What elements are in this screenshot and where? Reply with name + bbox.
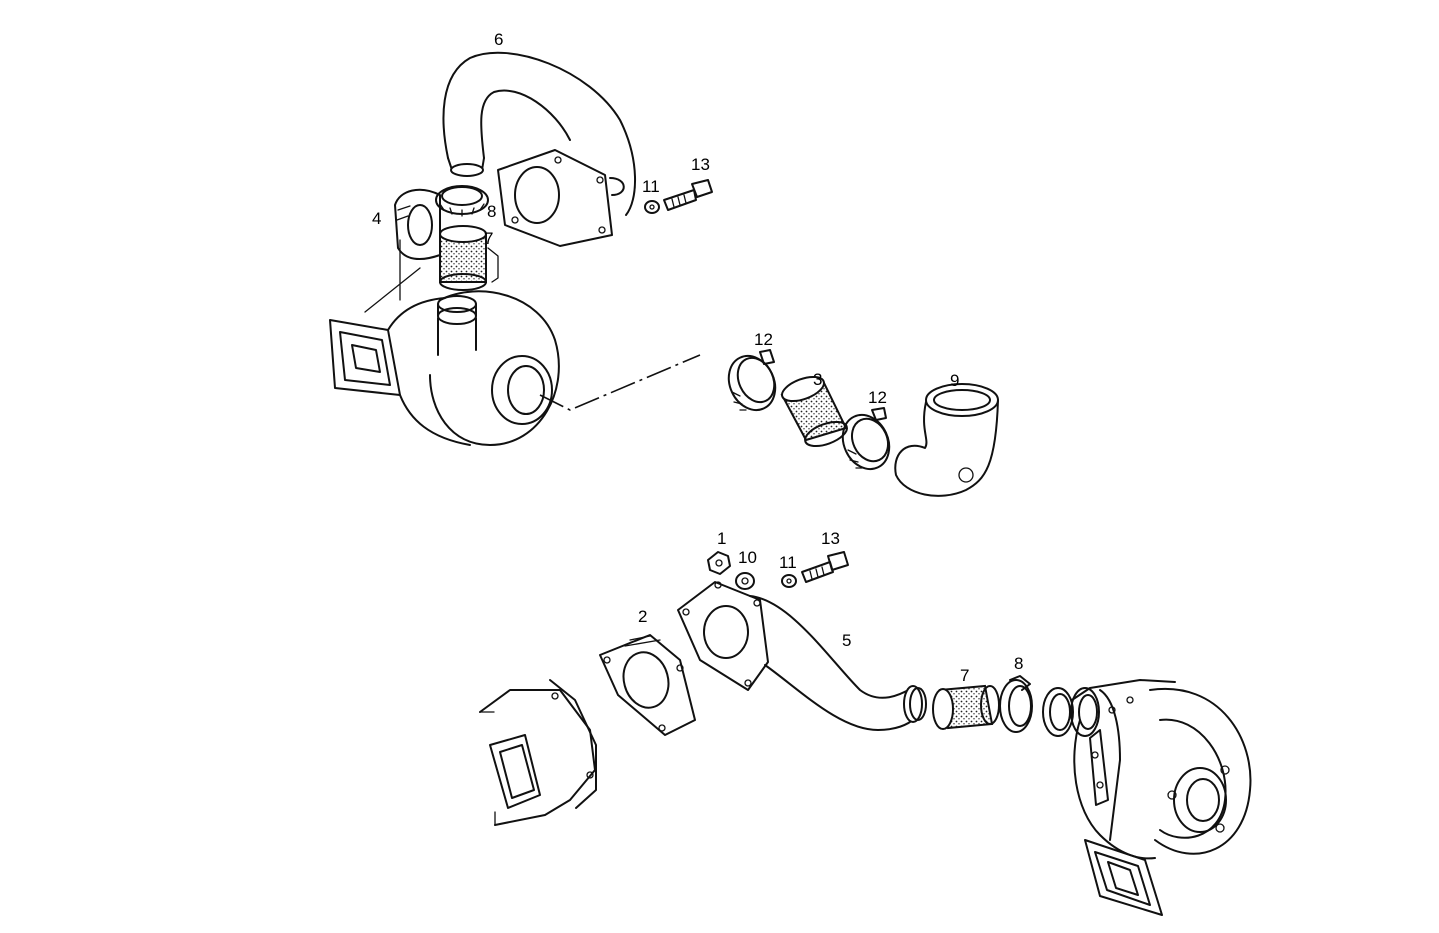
part-6-elbow-pipe bbox=[442, 51, 637, 247]
adapter-ring bbox=[1042, 687, 1074, 737]
callout-10: 10 bbox=[738, 548, 757, 567]
part-5-pipe bbox=[677, 581, 927, 731]
part-7-sleeve-bottom bbox=[932, 684, 1000, 730]
callout-13: 13 bbox=[691, 155, 710, 174]
callout-11: 11 bbox=[642, 177, 660, 196]
part-12-clamp-right bbox=[841, 407, 891, 471]
callout-7-bottom: 7 bbox=[960, 666, 969, 685]
bottom-assembly bbox=[479, 551, 1252, 916]
part-11-washer-top bbox=[644, 200, 660, 214]
part-7-sleeve bbox=[439, 225, 499, 291]
callout-1: 1 bbox=[717, 529, 726, 548]
callout-3: 3 bbox=[813, 370, 822, 389]
part-9-elbow bbox=[894, 383, 999, 497]
callout-9: 9 bbox=[950, 371, 959, 390]
callout-2: 2 bbox=[638, 607, 647, 626]
top-assembly bbox=[329, 51, 999, 497]
part-12-clamp-left bbox=[727, 349, 777, 412]
part-8-clamp bbox=[435, 185, 489, 217]
callout-5: 5 bbox=[842, 631, 851, 650]
part-10-washer bbox=[735, 572, 755, 590]
turbocharger-bottom bbox=[1070, 679, 1252, 916]
callout-7: 7 bbox=[484, 229, 493, 248]
callout-labels: 6 13 11 8 4 7 12 3 12 9 1 10 11 13 2 5 7… bbox=[372, 30, 1023, 685]
part-11-washer-bottom bbox=[781, 574, 797, 588]
turbocharger-top bbox=[329, 239, 701, 446]
callout-4: 4 bbox=[372, 209, 381, 228]
callout-13-bottom: 13 bbox=[821, 529, 840, 548]
part-1-nut bbox=[707, 551, 731, 575]
callout-8-bottom: 8 bbox=[1014, 654, 1023, 673]
callout-12-right: 12 bbox=[868, 388, 887, 407]
callout-11-bottom: 11 bbox=[779, 553, 797, 572]
callout-12-left: 12 bbox=[754, 330, 773, 349]
part-13-bolt-top bbox=[663, 179, 713, 211]
manifold-stub bbox=[479, 679, 597, 826]
part-2-gasket bbox=[599, 634, 696, 736]
callout-6: 6 bbox=[494, 30, 503, 49]
part-13-bolt-bottom bbox=[801, 551, 849, 583]
part-4-flange bbox=[394, 188, 441, 261]
part-8-clamp-bottom bbox=[999, 675, 1033, 733]
callout-8: 8 bbox=[487, 202, 496, 221]
part-3-sleeve bbox=[780, 375, 848, 448]
